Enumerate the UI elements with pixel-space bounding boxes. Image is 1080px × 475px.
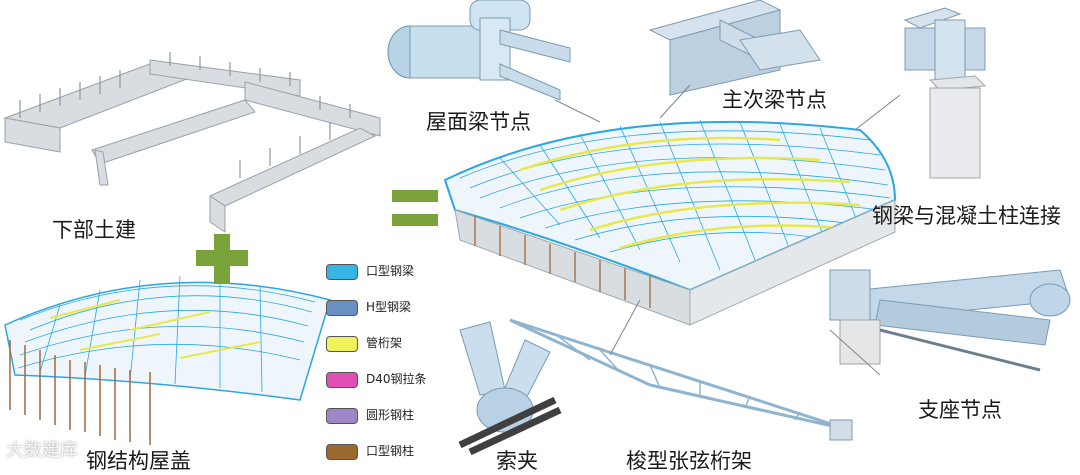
legend-item: 口型钢柱 [326, 438, 456, 474]
steel-roof-model [5, 276, 330, 445]
cable-clamp-model [460, 322, 560, 452]
label-truss: 梭型张弦桁架 [626, 445, 752, 475]
legend-swatch [326, 444, 358, 460]
legend-item: 圆形钢柱 [326, 402, 456, 438]
substructure-model [5, 60, 380, 232]
plus-sign-vertical [214, 234, 230, 284]
legend-label: 口型钢柱 [366, 442, 414, 459]
legend-swatch [326, 372, 358, 388]
label-substructure: 下部土建 [52, 214, 136, 244]
legend-swatch [326, 408, 358, 424]
legend-swatch [326, 264, 358, 280]
label-support-node: 支座节点 [918, 394, 1002, 424]
label-main-secondary-beam-node: 主次梁节点 [722, 84, 827, 114]
roof-beam-node-model [388, 0, 570, 100]
legend-item: 管桁架 [326, 330, 456, 366]
legend-label: 管桁架 [366, 334, 402, 351]
legend-label: D40钢拉条 [366, 370, 427, 387]
legend-item: H型钢梁 [326, 294, 456, 330]
legend-item: D40钢拉条 [326, 366, 456, 402]
equals-sign-top [392, 190, 438, 202]
legend-label: 圆形钢柱 [366, 406, 414, 423]
label-cable-clamp: 索夹 [496, 445, 538, 475]
support-node-model [830, 270, 1070, 370]
label-beam-column-connection: 钢梁与混凝土柱连接 [872, 200, 1061, 230]
equals-sign-bottom [392, 214, 438, 226]
watermark: 大数建库 [6, 436, 78, 462]
legend-swatch [326, 336, 358, 352]
main-roof-model [445, 120, 895, 325]
legend-label: 口型钢梁 [366, 262, 414, 279]
legend-label: H型钢梁 [366, 298, 411, 315]
legend-item: 口型钢梁 [326, 258, 456, 294]
label-steel-roof: 钢结构屋盖 [86, 445, 191, 475]
main-secondary-beam-node-model [650, 0, 820, 95]
legend: 口型钢梁 H型钢梁 管桁架 D40钢拉条 圆形钢柱 口型钢柱 [326, 258, 456, 474]
truss-model [510, 320, 852, 440]
legend-swatch [326, 300, 358, 316]
label-roof-beam-node: 屋面梁节点 [426, 106, 531, 136]
beam-column-connection-model [905, 8, 985, 178]
